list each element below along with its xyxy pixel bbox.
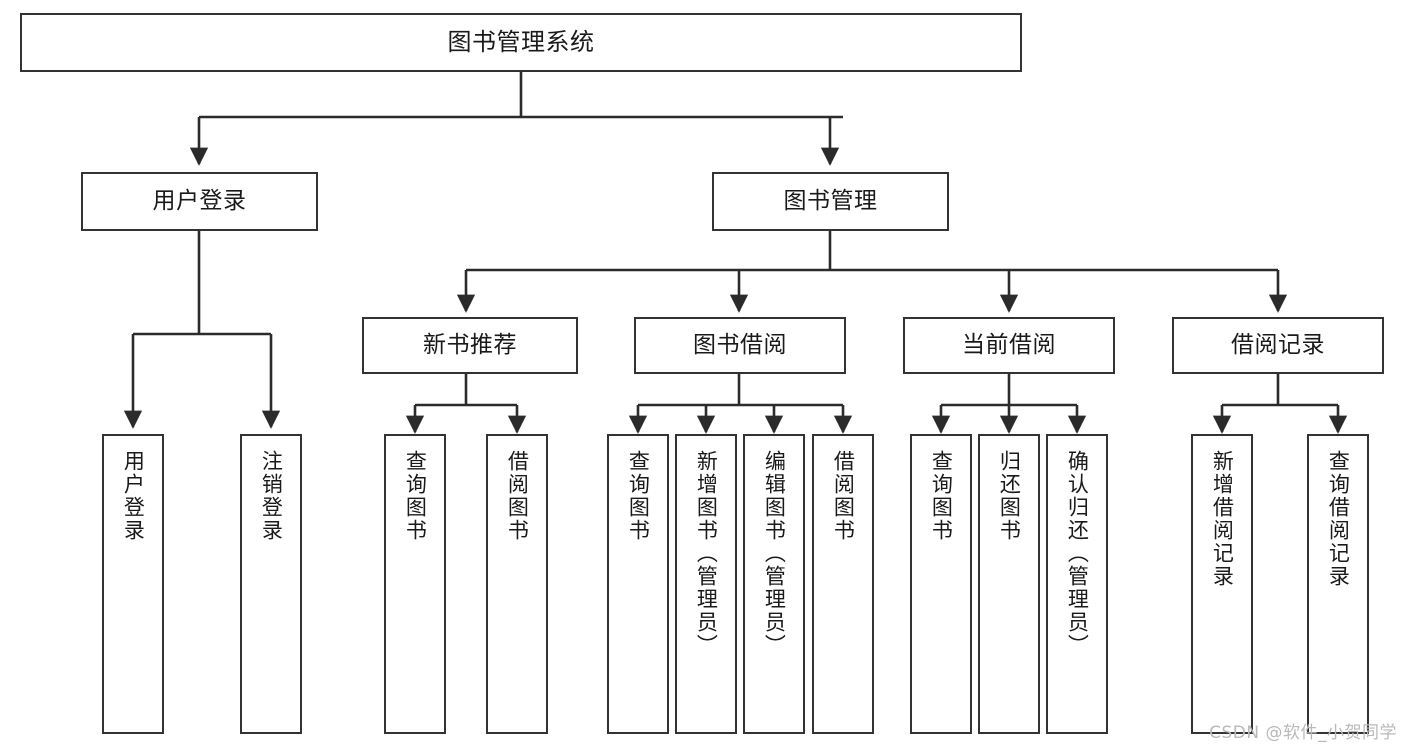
node-label: 新增借阅记录 — [1210, 450, 1235, 588]
node-label: 图书管理系统 — [447, 28, 595, 57]
leaf-current-borrow-return[interactable]: 归还图书 — [978, 434, 1040, 734]
leaf-current-borrow-query[interactable]: 查询图书 — [910, 434, 972, 734]
node-label: 新增图书（管理员） — [694, 450, 719, 657]
leaf-book-borrow-edit[interactable]: 编辑图书（管理员） — [743, 434, 805, 734]
leaf-book-borrow-lend[interactable]: 借阅图书 — [812, 434, 874, 734]
node-root-system[interactable]: 图书管理系统 — [20, 13, 1022, 72]
leaf-user-login-signin[interactable]: 用户登录 — [102, 434, 164, 734]
node-label: 查询借阅记录 — [1326, 450, 1351, 588]
node-label: 编辑图书（管理员） — [762, 450, 787, 657]
leaf-borrow-record-add[interactable]: 新增借阅记录 — [1191, 434, 1253, 734]
leaf-current-borrow-confirm-return[interactable]: 确认归还（管理员） — [1046, 434, 1108, 734]
leaf-book-borrow-add[interactable]: 新增图书（管理员） — [675, 434, 737, 734]
node-user-login[interactable]: 用户登录 — [81, 172, 318, 231]
node-label: 当前借阅 — [962, 331, 1056, 358]
node-label: 借阅图书 — [831, 450, 856, 542]
node-label: 图书管理 — [783, 187, 878, 214]
node-label: 新书推荐 — [423, 331, 517, 358]
node-label: 查询图书 — [626, 450, 651, 542]
node-book-management[interactable]: 图书管理 — [712, 172, 949, 231]
node-label: 查询图书 — [403, 450, 428, 542]
node-label: 借阅图书 — [505, 450, 530, 542]
node-label: 确认归还（管理员） — [1065, 450, 1090, 657]
watermark: CSDN @软件_小贺同学 — [1209, 723, 1397, 743]
node-label: 借阅记录 — [1231, 331, 1325, 358]
node-book-borrow[interactable]: 图书借阅 — [634, 317, 846, 374]
node-current-borrow[interactable]: 当前借阅 — [903, 317, 1115, 374]
node-new-book-recommend[interactable]: 新书推荐 — [362, 317, 578, 374]
leaf-new-book-borrow[interactable]: 借阅图书 — [486, 434, 548, 734]
leaf-book-borrow-query[interactable]: 查询图书 — [607, 434, 669, 734]
node-label: 查询图书 — [929, 450, 954, 542]
node-label: 用户登录 — [152, 187, 247, 214]
leaf-new-book-query[interactable]: 查询图书 — [384, 434, 446, 734]
node-borrow-record[interactable]: 借阅记录 — [1172, 317, 1384, 374]
node-label: 归还图书 — [997, 450, 1022, 542]
node-label: 注销登录 — [259, 450, 284, 542]
node-label: 用户登录 — [121, 450, 146, 542]
node-label: 图书借阅 — [693, 331, 787, 358]
leaf-borrow-record-query[interactable]: 查询借阅记录 — [1307, 434, 1369, 734]
leaf-user-login-signout[interactable]: 注销登录 — [240, 434, 302, 734]
